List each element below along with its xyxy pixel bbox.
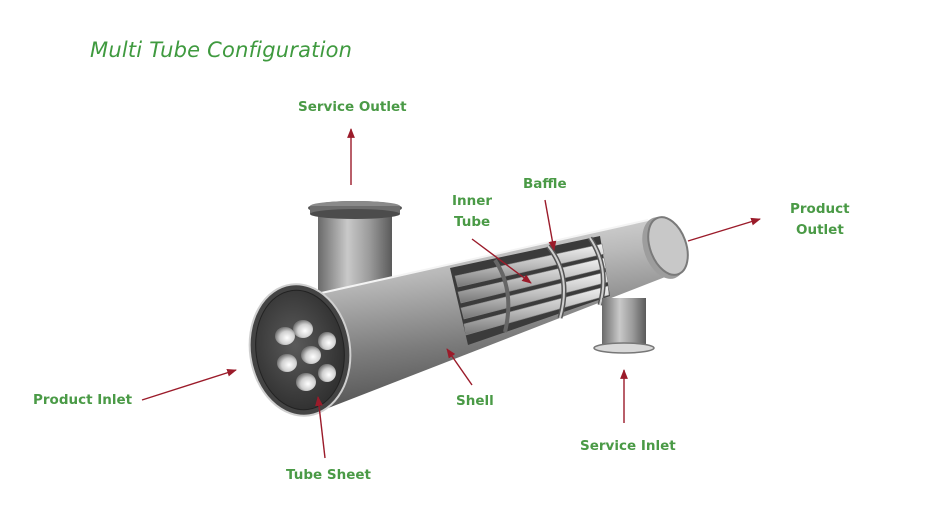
tube-sheet-face — [248, 283, 352, 417]
label-inner-tube-line1: Inner — [452, 193, 493, 209]
arrow-product-outlet — [687, 217, 761, 242]
service-inlet-pipe — [593, 298, 655, 354]
label-service-outlet: Service Outlet — [298, 99, 407, 115]
right-end-cap — [642, 216, 689, 279]
label-product-outlet-line1: Product — [790, 201, 850, 217]
pointer-inner-tube — [471, 238, 532, 284]
pointer-baffle — [544, 199, 557, 251]
diagram-title: Multi Tube Configuration — [90, 38, 353, 62]
label-product-outlet-line2: Outlet — [796, 222, 844, 238]
cutaway-inner-tubes — [450, 236, 610, 345]
label-shell: Shell — [456, 393, 494, 409]
label-service-inlet: Service Inlet — [580, 438, 676, 454]
label-product-inlet: Product Inlet — [33, 392, 133, 408]
arrow-product-inlet — [141, 368, 237, 401]
label-baffle: Baffle — [523, 176, 567, 192]
pointer-shell — [446, 348, 473, 386]
label-inner-tube-line2: Tube — [454, 214, 491, 230]
label-tube-sheet: Tube Sheet — [286, 467, 371, 483]
pointer-tube-sheet — [315, 396, 326, 459]
